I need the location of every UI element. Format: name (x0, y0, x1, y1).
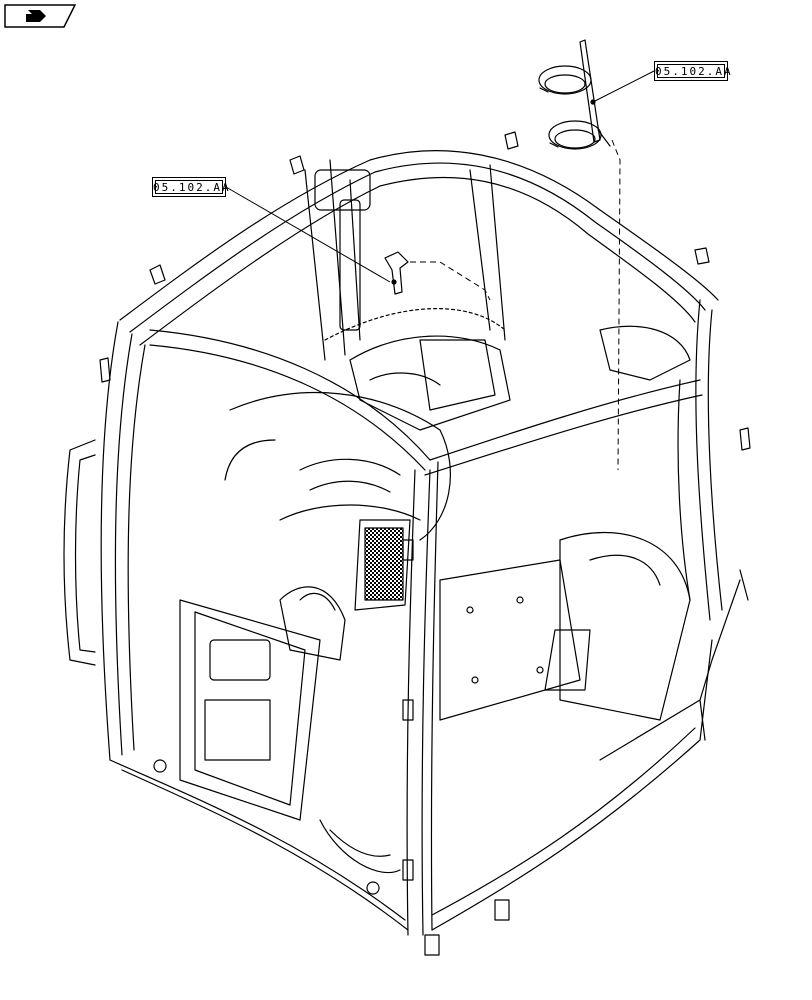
leader-line-left (225, 186, 391, 283)
leader-line-right (592, 70, 655, 103)
callout-label-right[interactable]: 05.102.AA (654, 61, 731, 81)
right-pillar (677, 299, 723, 621)
floor-plate (439, 559, 581, 721)
rear-console (349, 335, 511, 431)
lever-part (384, 251, 409, 295)
front-cross-beam (149, 329, 703, 476)
callout-label-left[interactable]: 05.102.AA (152, 177, 229, 197)
left-grab-handle (63, 439, 96, 666)
leader-lines (225, 70, 655, 283)
roof-tabs (99, 131, 751, 451)
floor-base (109, 639, 713, 931)
mounting-dash-lines (410, 139, 621, 471)
rear-pillars (304, 159, 506, 361)
rear-window-outline (324, 308, 506, 341)
clamp-part (538, 39, 611, 150)
center-front-pillar (406, 461, 439, 936)
left-front-pillar (100, 321, 146, 761)
left-console (179, 586, 346, 821)
hinge-brackets (402, 539, 510, 956)
right-base (599, 569, 749, 761)
roof-arch (119, 150, 719, 346)
foot-area (153, 759, 401, 895)
page-arrow-icon[interactable] (4, 4, 76, 28)
dashboard (224, 391, 451, 611)
right-console (544, 325, 691, 721)
